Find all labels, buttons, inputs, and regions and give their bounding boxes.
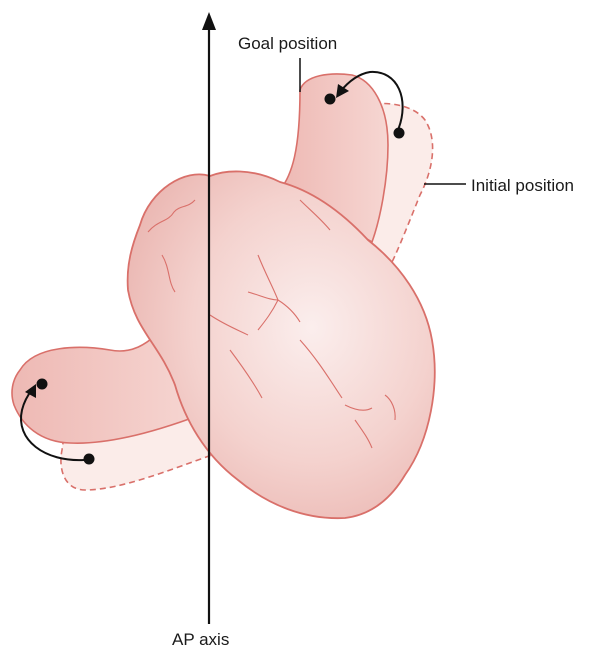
ap-axis-label: AP axis <box>172 631 229 648</box>
initial-position-label: Initial position <box>471 177 574 194</box>
upper-goal-dot <box>325 94 336 105</box>
ap-axis-arrowhead <box>202 12 216 30</box>
goal-position-label: Goal position <box>238 35 337 52</box>
upper-initial-dot <box>394 128 405 139</box>
lower-goal-dot <box>37 379 48 390</box>
lower-initial-dot <box>84 454 95 465</box>
